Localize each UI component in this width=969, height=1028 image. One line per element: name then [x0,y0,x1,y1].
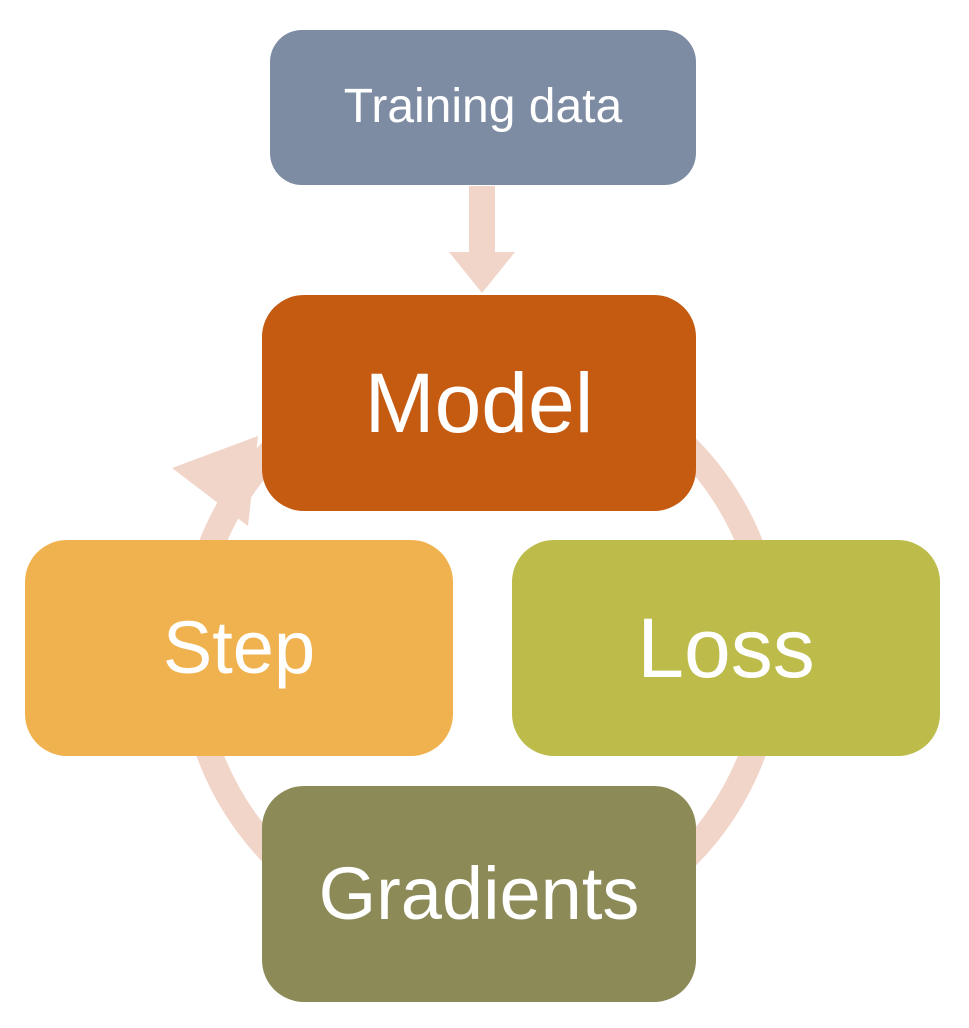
arrow-training-to-model-shaft [469,186,495,254]
node-training-data-label: Training data [343,80,623,134]
node-gradients: Gradients [262,786,696,1002]
arrow-training-to-model-head-icon [449,252,515,293]
node-loss: Loss [512,540,940,756]
node-loss-label: Loss [637,600,815,695]
node-training-data: Training data [270,30,696,185]
node-step: Step [25,540,453,756]
cycle-arrowhead-icon [172,436,258,526]
node-gradients-label: Gradients [318,852,640,936]
node-step-label: Step [162,606,316,690]
node-model-label: Model [364,355,594,450]
node-model: Model [262,295,696,511]
